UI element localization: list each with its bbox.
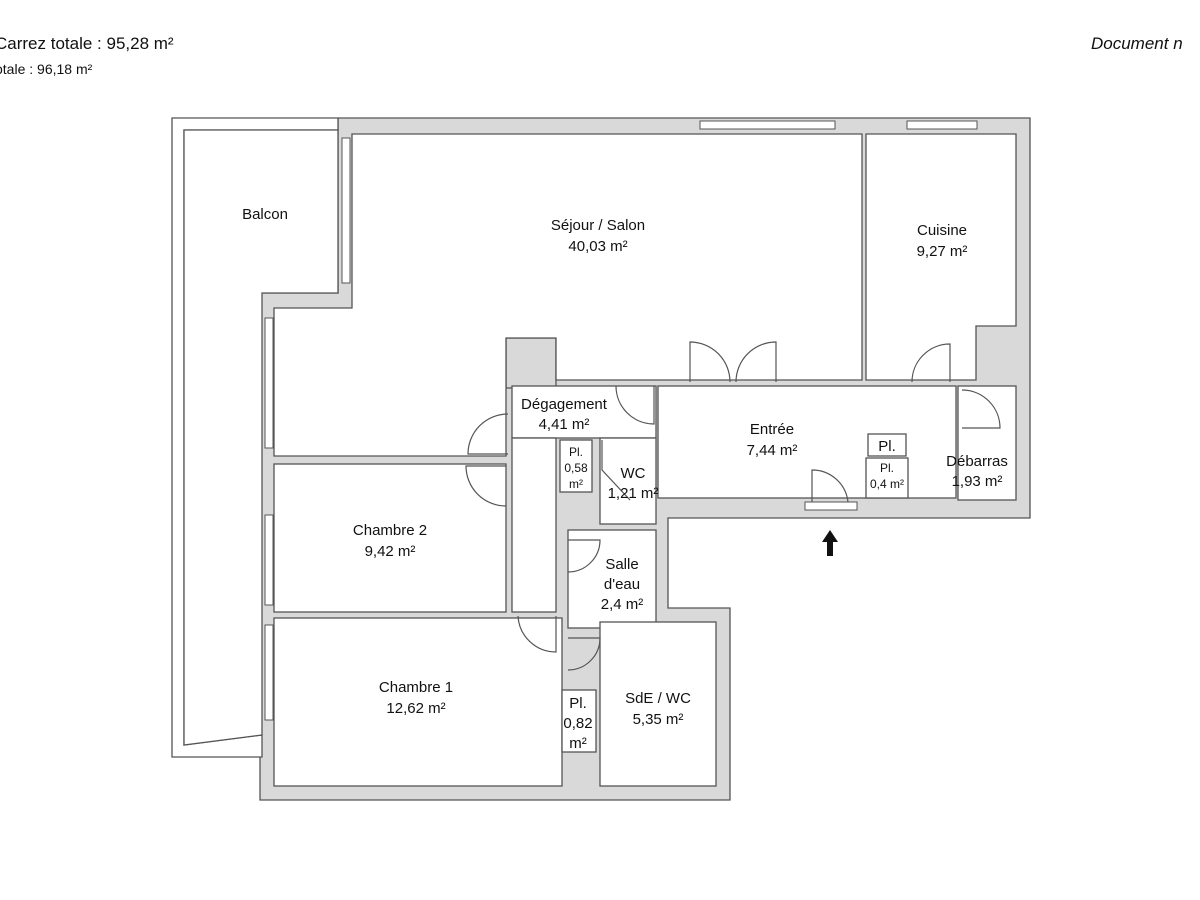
inner-wall-block	[505, 337, 557, 389]
area-cuisine: 9,27 m²	[917, 243, 968, 260]
area-degagement: 4,41 m²	[539, 416, 590, 433]
room-cuisine	[865, 133, 1017, 381]
window-cuisine	[906, 120, 978, 130]
up-arrow-icon	[822, 530, 838, 556]
surface-total: otale : 96,18 m²	[0, 61, 93, 77]
room-chambre1	[273, 617, 563, 787]
carrez-total: Carrez totale : 95,28 m²	[0, 34, 174, 53]
room-chambre2	[273, 463, 507, 613]
label-salle-eau-2: d'eau	[604, 576, 640, 593]
room-degagement	[511, 385, 657, 439]
area-entree: 7,44 m²	[747, 442, 798, 459]
area-debarras: 1,93 m²	[952, 473, 1003, 490]
room-sejour	[273, 133, 863, 457]
window-chambre1	[264, 624, 274, 721]
closet-pl-04	[865, 457, 909, 499]
label-chambre2: Chambre 2	[353, 522, 427, 539]
window-sejour-west	[264, 317, 274, 449]
area-sejour: 40,03 m²	[568, 238, 627, 255]
closet-pl-082	[561, 689, 597, 753]
window-sejour	[699, 120, 836, 130]
label-salle-eau-1: Salle	[605, 556, 638, 573]
label-degagement: Dégagement	[521, 396, 608, 413]
closet-pl-058	[559, 439, 593, 493]
area-sde-wc: 5,35 m²	[633, 711, 684, 728]
label-sde-wc: SdE / WC	[625, 690, 691, 707]
label-pl-04: Pl.	[880, 461, 894, 475]
closet-pl-small	[867, 433, 907, 457]
window-chambre2	[264, 514, 274, 606]
label-pl-058-area: 0,58	[564, 461, 588, 475]
label-debarras: Débarras	[946, 453, 1008, 470]
label-pl-082-area: 0,82	[563, 715, 592, 732]
room-sde-wc	[599, 621, 717, 787]
degagement-corridor	[511, 437, 557, 613]
area-chambre2: 9,42 m²	[365, 543, 416, 560]
room-debarras	[957, 385, 1017, 501]
label-sejour: Séjour / Salon	[551, 217, 645, 234]
document-note: Document n	[1091, 34, 1183, 53]
label-pl-058-unit: m²	[569, 477, 583, 491]
room-salle-eau	[567, 529, 657, 629]
label-chambre1: Chambre 1	[379, 679, 453, 696]
door-swings	[465, 341, 1001, 671]
label-entree: Entrée	[750, 421, 794, 438]
area-wc: 1,21 m²	[608, 485, 659, 502]
label-cuisine: Cuisine	[917, 222, 967, 239]
label-wc: WC	[621, 465, 646, 482]
room-wc	[599, 437, 657, 525]
label-pl-058: Pl.	[569, 445, 583, 459]
area-salle-eau: 2,4 m²	[601, 596, 644, 613]
label-pl-082: Pl.	[569, 695, 587, 712]
room-entree	[657, 385, 957, 499]
window-balcon-door	[341, 137, 351, 284]
label-balcon: Balcon	[242, 206, 288, 223]
area-chambre1: 12,62 m²	[386, 700, 445, 717]
entrance-door-frame	[804, 501, 858, 511]
label-pl-04-area: 0,4 m²	[870, 477, 904, 491]
balcon-floor	[183, 129, 339, 746]
label-pl-082-unit: m²	[569, 735, 587, 752]
label-pl-small: Pl.	[878, 438, 896, 455]
